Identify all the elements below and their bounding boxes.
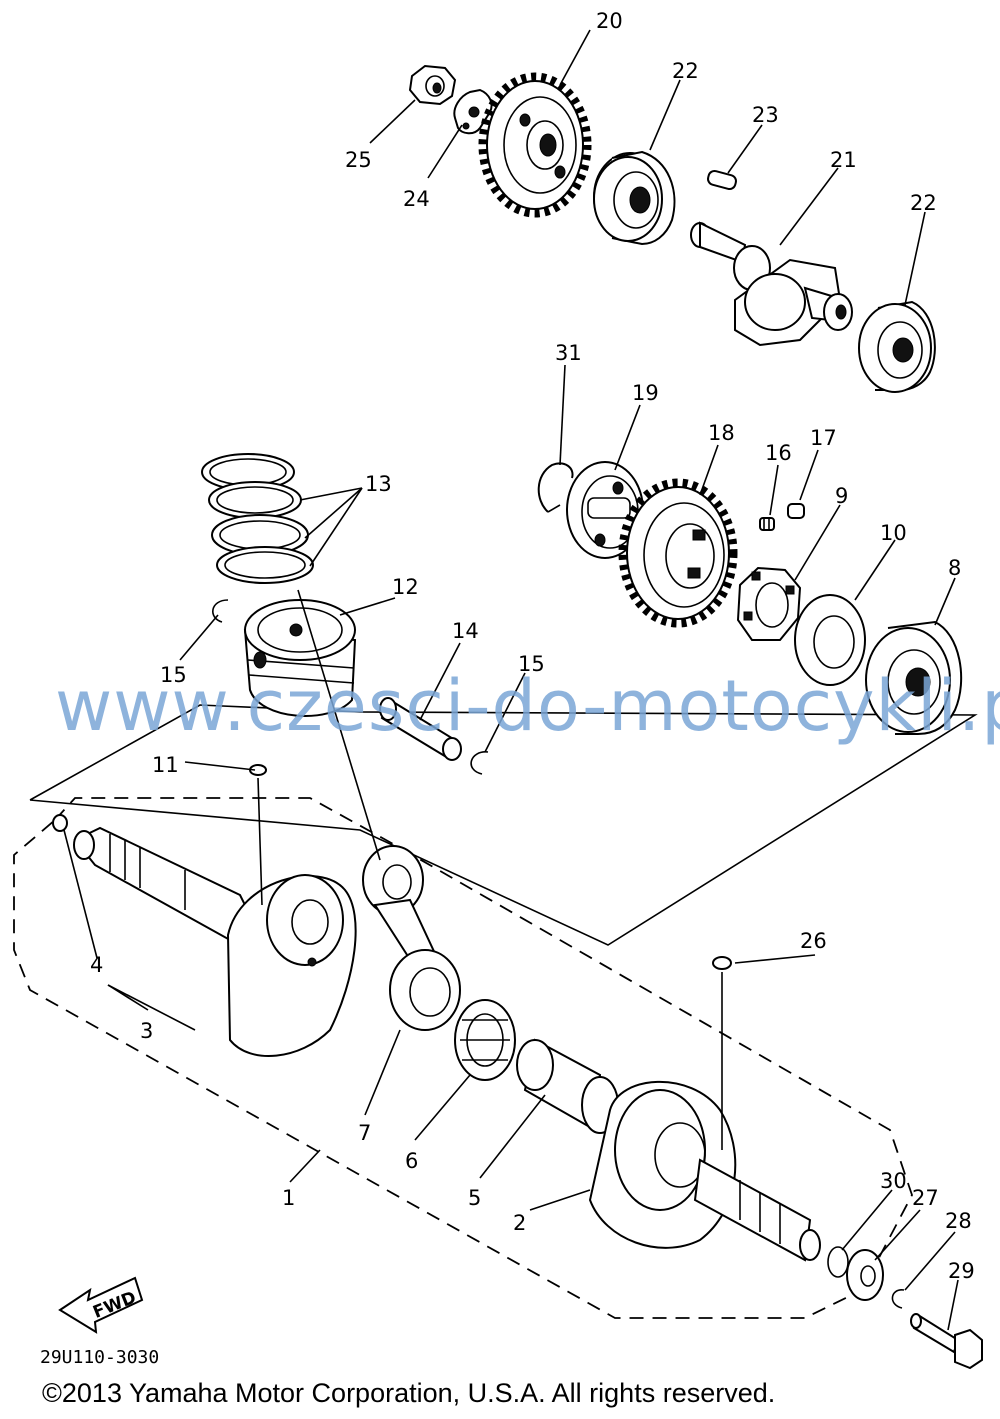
callout-9: 9 bbox=[835, 484, 848, 508]
callout-13: 13 bbox=[365, 472, 392, 496]
spring-part-16 bbox=[759, 517, 775, 531]
callout-19: 19 bbox=[632, 381, 659, 405]
callout-12: 12 bbox=[392, 575, 419, 599]
copyright-notice: ©2013 Yamaha Motor Corporation, U.S.A. A… bbox=[42, 1378, 775, 1408]
gear-part-20 bbox=[478, 72, 592, 218]
piston-rings-part-13 bbox=[201, 453, 314, 584]
callout-1: 1 bbox=[282, 1186, 295, 1210]
callout-labels: 20 22 23 21 22 25 24 31 19 18 16 17 9 10… bbox=[90, 9, 975, 1283]
callout-25: 25 bbox=[345, 148, 372, 172]
connecting-rod-part-7 bbox=[362, 845, 461, 1031]
balancer-shaft-part-21 bbox=[690, 221, 853, 347]
callout-28: 28 bbox=[945, 1209, 972, 1233]
callout-2: 2 bbox=[513, 1211, 526, 1235]
bearing-part-8 bbox=[865, 620, 963, 735]
callout-4: 4 bbox=[90, 953, 103, 977]
callout-14: 14 bbox=[452, 619, 479, 643]
callout-22-upper: 22 bbox=[672, 59, 699, 83]
callout-5: 5 bbox=[468, 1186, 481, 1210]
washer-part-10 bbox=[794, 594, 866, 686]
callout-16: 16 bbox=[765, 441, 792, 465]
callout-24: 24 bbox=[403, 187, 430, 211]
circlip-part-31 bbox=[537, 462, 574, 513]
piston-pin-clip-part-15-left bbox=[212, 599, 229, 623]
callout-3: 3 bbox=[140, 1019, 153, 1043]
callout-18: 18 bbox=[708, 421, 735, 445]
bearing-part-22-lower bbox=[858, 300, 936, 393]
callout-21: 21 bbox=[830, 148, 857, 172]
pin-part-17 bbox=[787, 503, 805, 519]
crankshaft-left-part-3 bbox=[73, 826, 357, 1057]
callout-29: 29 bbox=[948, 1259, 975, 1283]
balancer-group-outline bbox=[29, 704, 978, 946]
callout-23: 23 bbox=[752, 103, 779, 127]
crankshaft-right-part-2 bbox=[588, 1080, 821, 1262]
watermark: www.czesci-do-motocykli.pl bbox=[55, 665, 1000, 747]
washer-part-27 bbox=[846, 1249, 884, 1301]
drawing-code: 29U110-3030 bbox=[40, 1347, 159, 1368]
callout-26: 26 bbox=[800, 929, 827, 953]
bearing-part-22-upper bbox=[593, 150, 676, 246]
slotted-nut-part-9 bbox=[736, 566, 802, 641]
callout-17: 17 bbox=[810, 426, 837, 450]
o-ring-part-30 bbox=[827, 1246, 849, 1278]
callout-15-left: 15 bbox=[160, 663, 187, 687]
callout-31: 31 bbox=[555, 341, 582, 365]
callout-8: 8 bbox=[948, 556, 961, 580]
piston-pin-clip-part-15-right bbox=[470, 751, 489, 775]
needle-bearing-part-6 bbox=[454, 999, 516, 1081]
leader-lines bbox=[63, 29, 959, 1331]
callout-27: 27 bbox=[912, 1186, 939, 1210]
piston-part-12 bbox=[243, 599, 357, 717]
fwd-arrow-icon: FWD bbox=[58, 1276, 144, 1334]
bolt-part-29 bbox=[910, 1313, 983, 1370]
callout-7: 7 bbox=[358, 1121, 371, 1145]
clip-part-28 bbox=[891, 1289, 905, 1309]
callout-11: 11 bbox=[152, 753, 179, 777]
pin-part-4 bbox=[52, 814, 68, 832]
crank-pin-part-5 bbox=[516, 1038, 619, 1134]
callout-20: 20 bbox=[596, 9, 623, 33]
callout-30: 30 bbox=[880, 1169, 907, 1193]
key-part-23 bbox=[707, 169, 737, 191]
callout-10: 10 bbox=[880, 521, 907, 545]
piston-pin-part-14 bbox=[379, 697, 462, 761]
callout-22-lower: 22 bbox=[910, 191, 937, 215]
nut-part-25 bbox=[408, 64, 457, 106]
callout-15-right: 15 bbox=[518, 652, 545, 676]
gear-part-18 bbox=[618, 478, 738, 628]
woodruff-key-part-26 bbox=[712, 956, 732, 970]
callout-6: 6 bbox=[405, 1149, 418, 1173]
